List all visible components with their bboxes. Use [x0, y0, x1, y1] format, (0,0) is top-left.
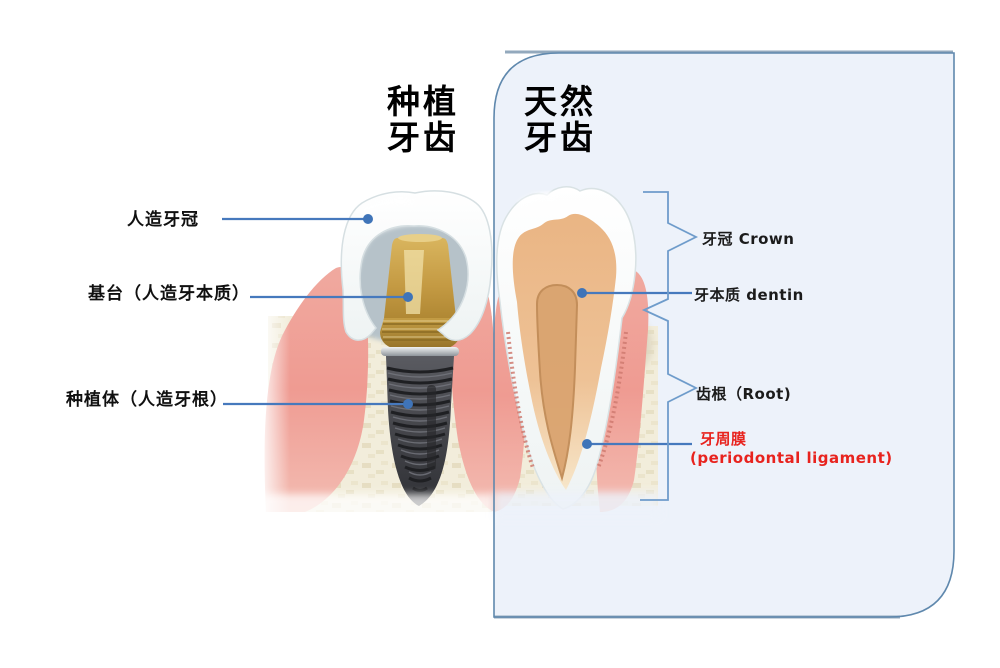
bottom-fade-right: [494, 492, 660, 518]
crown-highlight: [358, 198, 415, 215]
implant-crown: [340, 190, 493, 342]
label-abutment: 基台（人造牙本质）: [88, 284, 250, 304]
tooth-pulp: [535, 283, 579, 482]
implant-silver-ring: [381, 347, 459, 356]
panel-outline: [493, 52, 955, 618]
dot-implant-body: [403, 399, 413, 409]
label-periodontal-cn: 牙周膜: [700, 430, 747, 448]
header-implant-tooth: 种植 牙齿: [387, 82, 459, 158]
screw-thread-glints: [387, 372, 453, 476]
implant-left-gum: [264, 266, 369, 512]
dot-abutment: [403, 292, 413, 302]
label-artificial-crown: 人造牙冠: [127, 210, 199, 230]
screw-groove: [427, 385, 436, 470]
enamel-highlight: [518, 191, 558, 208]
periodontal-ligament-right: [596, 331, 628, 469]
callout-dots: [363, 214, 592, 449]
label-bracket: [640, 191, 699, 501]
screw-threads: [386, 366, 454, 492]
label-implant-body: 种植体（人造牙根）: [66, 390, 228, 410]
label-root: 齿根（Root): [696, 385, 792, 403]
dot-periodontal: [582, 439, 592, 449]
header-natural-tooth: 天然 牙齿: [524, 82, 596, 158]
label-crown: 牙冠 Crown: [702, 230, 795, 248]
natural-tooth-illustration: [494, 186, 658, 512]
left-fade: [258, 310, 290, 518]
abutment-top: [398, 234, 442, 242]
label-dentin: 牙本质 dentin: [694, 286, 804, 304]
dot-artificial-crown: [363, 214, 373, 224]
label-periodontal-en: (periodontal ligament): [690, 449, 893, 467]
callout-lines: [222, 217, 692, 446]
bottom-fade-left: [260, 494, 494, 522]
dot-dentin: [577, 288, 587, 298]
implant-illustration: [264, 190, 494, 512]
periodontal-ligament-left: [506, 331, 535, 469]
